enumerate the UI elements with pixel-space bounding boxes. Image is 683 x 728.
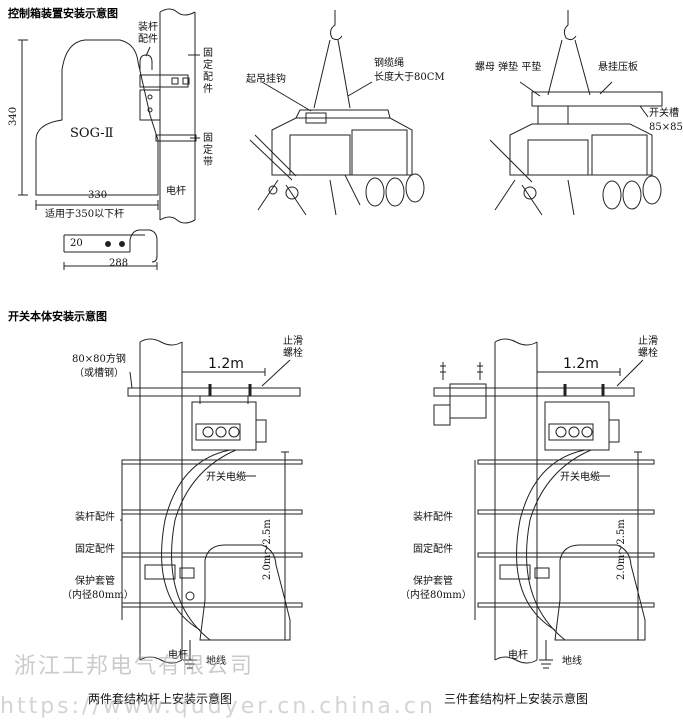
left-steel-label-line1: 80×80方钢 — [72, 354, 126, 365]
mount-parts-label: 装杆配件 — [138, 22, 158, 45]
right-ground-label: 地线 — [562, 656, 582, 667]
right-install-drawing — [433, 338, 655, 669]
right-height-label: 2.0m～2.5m — [616, 519, 627, 580]
hook-label: 起吊挂钩 — [246, 74, 286, 85]
url-watermark: https://www.qudyer.cn.china.cn — [0, 694, 436, 719]
right-mount-parts-label: 装杆配件 — [413, 512, 453, 523]
left-sleeve-label-line2: （内径80mm） — [62, 590, 134, 601]
dim-height-label: 340 — [8, 106, 19, 126]
left-span-label: 1.2m — [208, 356, 244, 372]
hang-plate-label: 悬挂压板 — [598, 62, 638, 73]
left-caption: 两件套结构杆上安装示意图 — [88, 692, 233, 706]
rope-label-line2: 长度大于80CM — [374, 72, 445, 83]
right-span-label: 1.2m — [563, 356, 599, 372]
right-sleeve-label-line1: 保护套管 — [413, 576, 453, 587]
control-section-title: 控制箱装置安装示意图 — [8, 7, 118, 20]
left-fix-parts-label: 固定配件 — [75, 544, 115, 555]
right-bolt-label: 止滑螺栓 — [638, 336, 658, 359]
left-mount-parts-label: 装杆配件 — [75, 512, 115, 523]
left-sleeve-label-line1: 保护套管 — [75, 576, 115, 587]
control-box-drawing — [18, 8, 200, 270]
dim-width-label: 330 — [88, 190, 108, 201]
pole-label-top: 电杆 — [166, 186, 186, 197]
switch-slot-label-line2: 85×85 — [649, 122, 683, 133]
pole-size-note: 适用于350以下杆 — [45, 209, 125, 220]
left-pole-label: 电杆 — [168, 650, 188, 661]
bracket-dim-20: 20 — [70, 238, 83, 249]
left-bolt-label: 止滑螺栓 — [283, 336, 303, 359]
left-ground-label: 地线 — [206, 656, 226, 667]
right-sleeve-label-line2: （内径80mm） — [400, 590, 472, 601]
right-pole-label: 电杆 — [508, 650, 528, 661]
left-install-drawing — [120, 338, 303, 669]
left-height-label: 2.0m～2.5m — [262, 519, 273, 580]
lifting-diagram-right — [489, 10, 663, 216]
left-cable-label: 开关电缆 — [206, 472, 246, 483]
right-cable-label: 开关电缆 — [560, 472, 600, 483]
switch-slot-label-line1: 开关槽 — [649, 108, 679, 119]
right-caption: 三件套结构杆上安装示意图 — [444, 692, 589, 706]
body-section-title: 开关本体安装示意图 — [8, 310, 107, 323]
fix-parts-label: 固定配件 — [203, 48, 213, 95]
left-steel-label-line2: （或槽钢） — [74, 368, 124, 379]
fix-band-label: 固定带 — [203, 133, 213, 168]
rope-label-line1: 钢缆绳 — [374, 58, 404, 69]
lifting-diagram-left — [249, 10, 425, 216]
nut-washer-label: 螺母 弹垫 平垫 — [475, 62, 542, 73]
company-watermark: 浙江工邦电气有限公司 — [14, 654, 255, 679]
right-fix-parts-label: 固定配件 — [413, 544, 453, 555]
bracket-dim-288: 288 — [109, 258, 129, 269]
model-label: SOG-Ⅱ — [70, 126, 114, 141]
